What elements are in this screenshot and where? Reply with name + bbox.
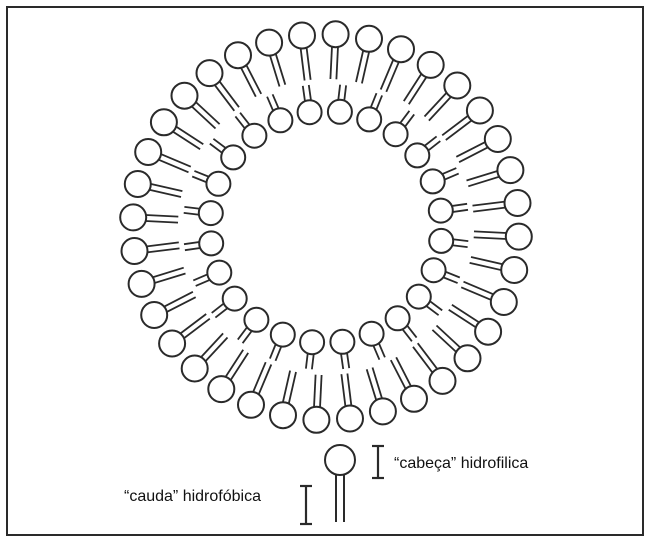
head-circle	[506, 224, 532, 250]
head-circle	[497, 157, 523, 183]
head-circle	[422, 258, 446, 282]
head-circle	[356, 26, 382, 52]
head-circle	[238, 392, 264, 418]
head-circle	[430, 368, 456, 394]
head-circle	[405, 143, 429, 167]
head-circle	[125, 171, 151, 197]
head-circle	[323, 21, 349, 47]
head-circle	[242, 124, 266, 148]
head-circle	[122, 238, 148, 264]
head-circle	[491, 289, 517, 315]
head-circle	[455, 345, 481, 371]
head-circle	[328, 100, 352, 124]
head-circle	[207, 261, 231, 285]
head-circle	[360, 322, 384, 346]
phospholipid-legend	[300, 445, 384, 524]
head-circle	[244, 308, 268, 332]
hydrophilic-head-label: “cabeça” hidrofilica	[394, 455, 528, 473]
head-circle	[421, 169, 445, 193]
head-circle	[401, 386, 427, 412]
legend-head-circle	[325, 445, 355, 475]
head-circle	[485, 126, 511, 152]
head-circle	[256, 30, 282, 56]
head-circle	[429, 229, 453, 253]
head-circle	[172, 83, 198, 109]
head-circle	[357, 107, 381, 131]
head-circle	[303, 407, 329, 433]
head-circle	[330, 330, 354, 354]
head-circle	[223, 287, 247, 311]
liposome-bilayer	[120, 21, 532, 433]
head-circle	[135, 139, 161, 165]
lipid-heads	[120, 21, 532, 433]
head-circle	[444, 73, 470, 99]
hydrophobic-tail-label: “cauda” hidrofóbica	[124, 488, 261, 506]
head-circle	[418, 52, 444, 78]
head-circle	[129, 271, 155, 297]
head-circle	[475, 319, 501, 345]
head-circle	[370, 398, 396, 424]
head-circle	[501, 257, 527, 283]
head-circle	[268, 108, 292, 132]
head-circle	[505, 190, 531, 216]
head-circle	[388, 36, 414, 62]
head-circle	[221, 145, 245, 169]
head-circle	[270, 402, 296, 428]
head-circle	[141, 302, 167, 328]
head-circle	[298, 100, 322, 124]
head-circle	[271, 323, 295, 347]
head-circle	[384, 122, 408, 146]
head-circle	[151, 109, 177, 135]
head-circle	[225, 42, 251, 68]
head-circle	[120, 204, 146, 230]
head-circle	[206, 172, 230, 196]
head-circle	[289, 23, 315, 49]
head-circle	[429, 199, 453, 223]
head-circle	[300, 330, 324, 354]
head-circle	[199, 231, 223, 255]
head-circle	[199, 201, 223, 225]
head-circle	[337, 406, 363, 432]
head-circle	[159, 331, 185, 357]
head-circle	[182, 356, 208, 382]
head-circle	[407, 285, 431, 309]
head-circle	[197, 60, 223, 86]
head-circle	[467, 98, 493, 124]
head-circle	[208, 376, 234, 402]
head-circle	[386, 306, 410, 330]
